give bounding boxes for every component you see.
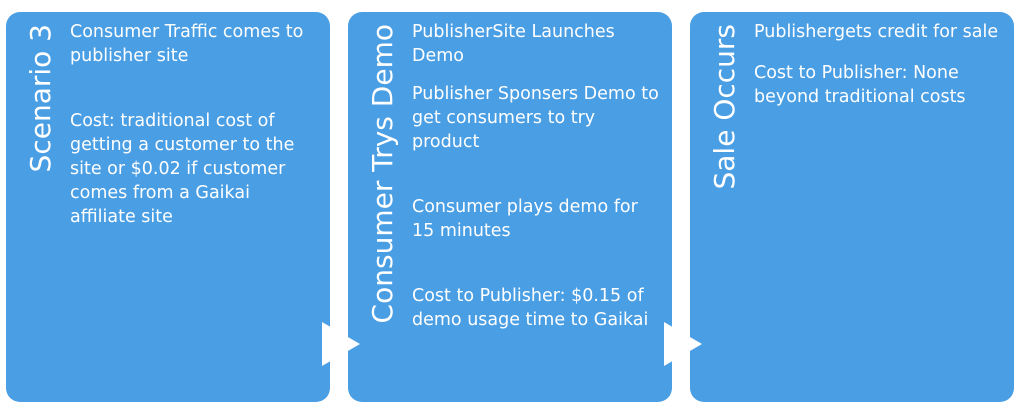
panel-body: Publishergets credit for sale Cost to Pu… bbox=[754, 20, 1004, 109]
panel-body: PublisherSite Launches Demo Publisher Sp… bbox=[412, 20, 662, 332]
panel-paragraph: Consumer plays demo for 15 minutes bbox=[412, 197, 638, 241]
panel-sale-occurs: Sale Occurs Publishergets credit for sal… bbox=[690, 12, 1014, 402]
panel-paragraph: Publishergets credit for sale bbox=[754, 22, 999, 42]
panel-title-container: Consumer Trys Demo bbox=[362, 24, 402, 394]
panel-title: Sale Occurs bbox=[708, 24, 741, 190]
panel-consumer-trys-demo: Consumer Trys Demo PublisherSite Launche… bbox=[348, 12, 672, 402]
panel-paragraph: Cost to Publisher: $0.15 of demo usage t… bbox=[412, 286, 649, 330]
panel-body: Consumer Traffic comes to publisher site… bbox=[70, 20, 320, 229]
arrow-right-icon bbox=[322, 322, 360, 366]
panel-title: Scenario 3 bbox=[24, 24, 57, 173]
panel-title: Consumer Trys Demo bbox=[366, 24, 399, 324]
arrow-right-icon bbox=[664, 322, 702, 366]
panel-scenario-3: Scenario 3 Consumer Traffic comes to pub… bbox=[6, 12, 330, 402]
panel-paragraph: Cost to Publisher: None beyond tradition… bbox=[754, 63, 966, 107]
panel-paragraph: Publisher Sponsers Demo to get consumers… bbox=[412, 84, 659, 152]
panel-paragraph: PublisherSite Launches Demo bbox=[412, 22, 615, 66]
panel-paragraph: Cost: traditional cost of getting a cust… bbox=[70, 111, 295, 227]
panel-paragraph: Consumer Traffic comes to publisher site bbox=[70, 22, 304, 66]
panel-title-container: Scenario 3 bbox=[20, 24, 60, 394]
panel-title-container: Sale Occurs bbox=[704, 24, 744, 394]
